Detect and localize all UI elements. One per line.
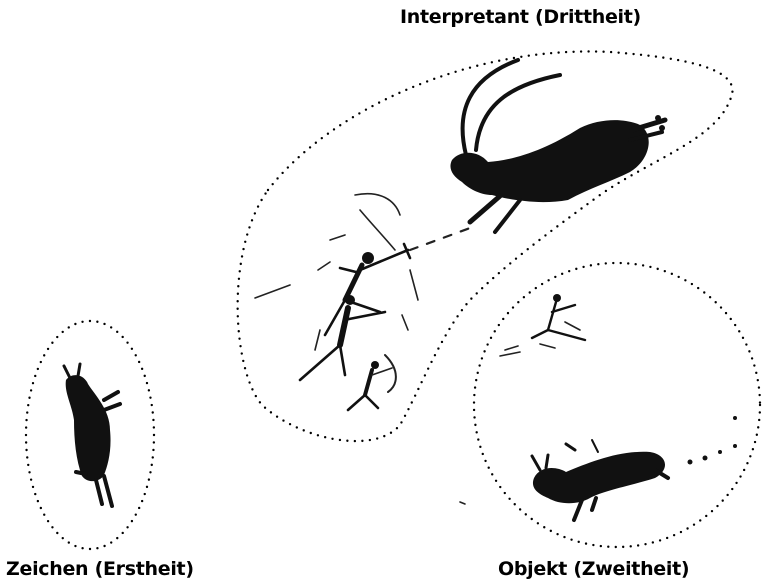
objekt-stick-figure bbox=[500, 294, 585, 356]
interpretant-boundary bbox=[238, 51, 733, 441]
zeichen-label: Zeichen (Erstheit) bbox=[6, 558, 194, 580]
objekt-label: Objekt (Zweitheit) bbox=[498, 558, 689, 580]
arrow-trail bbox=[410, 228, 470, 250]
goat-figure-small bbox=[64, 364, 120, 506]
hunter-figures bbox=[255, 194, 418, 410]
objekt-boundary bbox=[474, 263, 760, 547]
goat-figure-objekt bbox=[460, 416, 737, 520]
antelope-figure-large bbox=[450, 60, 665, 232]
interpretant-label: Interpretant (Drittheit) bbox=[400, 6, 641, 28]
